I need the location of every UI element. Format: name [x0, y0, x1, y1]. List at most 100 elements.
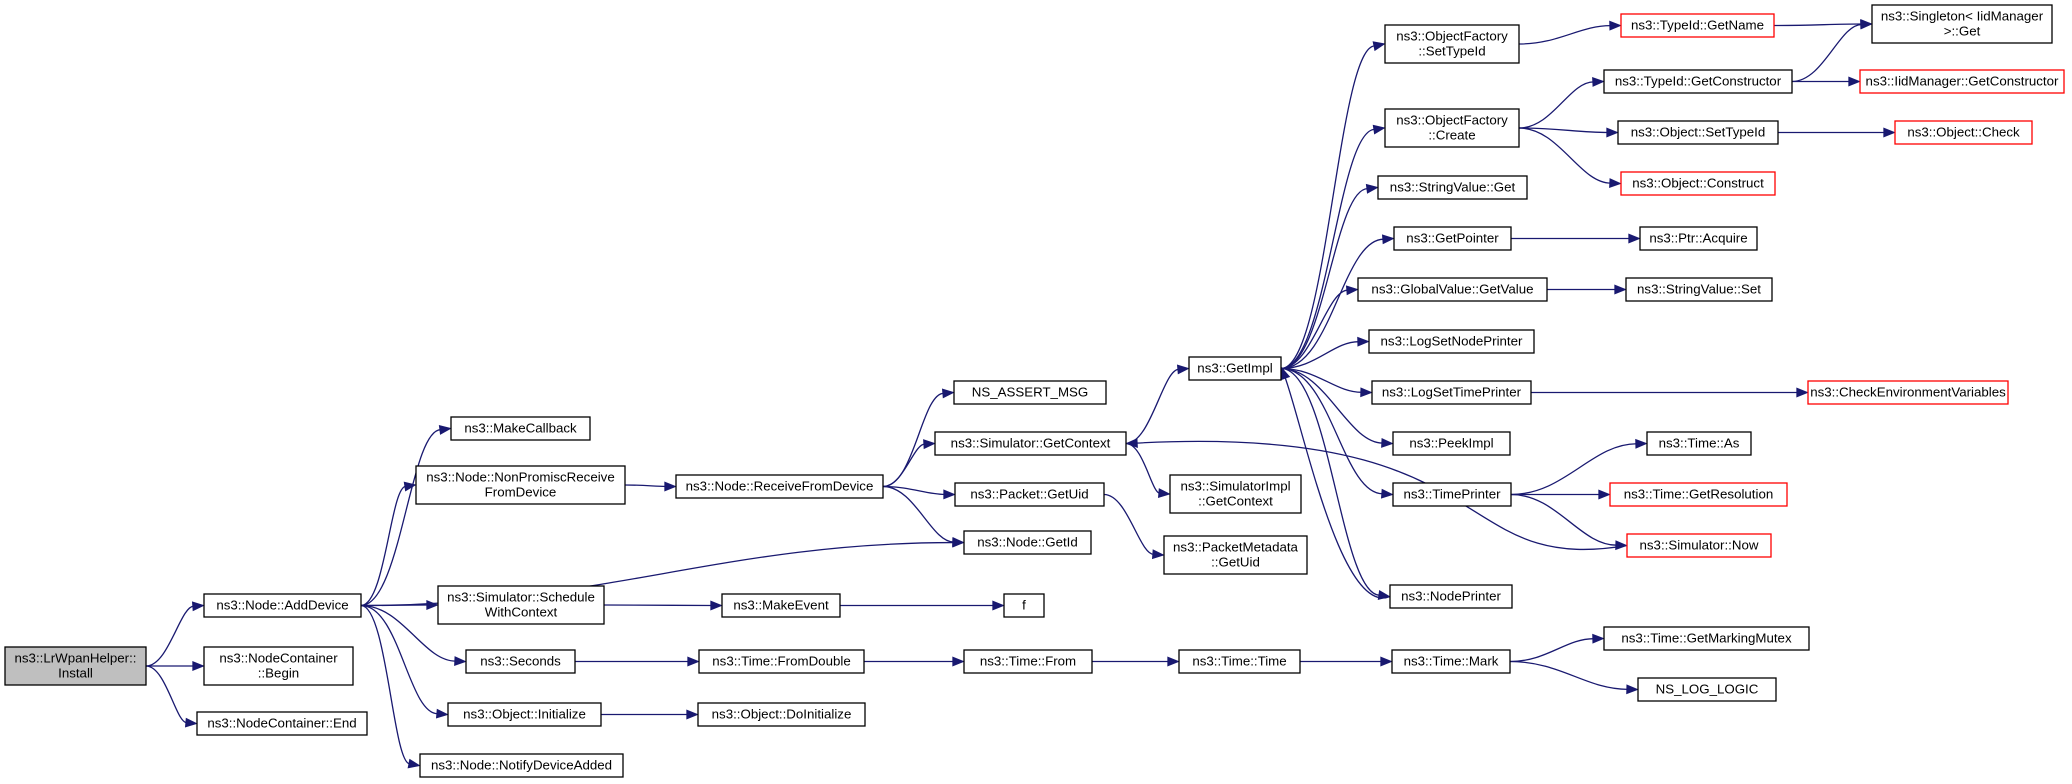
graph-node-ns-assert-msg[interactable]: NS_ASSERT_MSG	[953, 380, 1107, 405]
call-edge	[603, 600, 723, 611]
call-edge	[360, 604, 467, 667]
call-edge	[1125, 442, 1171, 498]
call-edge	[840, 600, 1005, 611]
node-box	[465, 649, 576, 674]
node-box	[963, 649, 1093, 674]
graph-node-ns3-logsetnodeprinter[interactable]: ns3::LogSetNodePrinter	[1368, 329, 1535, 354]
call-edge	[1791, 19, 1873, 83]
node-box	[1617, 120, 1779, 145]
call-edge	[601, 709, 699, 720]
node-label: ns3::StringValue::Get	[1390, 180, 1516, 195]
node-box	[437, 585, 605, 625]
graph-node-ns3-packetmetadata-getuid[interactable]: ns3::PacketMetadata::GetUid	[1163, 535, 1308, 575]
call-edge	[1547, 284, 1627, 295]
node-box	[1620, 13, 1775, 38]
node-label: ns3::Node::NotifyDeviceAdded	[431, 758, 612, 773]
call-edge	[1103, 493, 1165, 560]
graph-node-ns3-object-initialize[interactable]: ns3::Object::Initialize	[447, 702, 602, 727]
graph-node-ns3-typeid-getconstructor[interactable]: ns3::TypeId::GetConstructor	[1603, 69, 1793, 94]
graph-node-ns3-timeprinter[interactable]: ns3::TimePrinter	[1392, 482, 1512, 507]
node-label: FromDevice	[485, 485, 557, 500]
graph-node-ns3-lrwpanhelper-install[interactable]: ns3::LrWpanHelper::Install	[4, 646, 147, 686]
graph-node-ns3-node-getid[interactable]: ns3::Node::GetId	[963, 530, 1092, 555]
graph-node-ns3-nodeprinter[interactable]: ns3::NodePrinter	[1389, 584, 1513, 609]
node-box	[1603, 69, 1793, 94]
graph-node-ns3-objectfactory-settypeid[interactable]: ns3::ObjectFactory::SetTypeId	[1384, 24, 1520, 64]
node-label: ns3::NodeContainer::End	[207, 716, 356, 731]
graph-node-f[interactable]: f	[1003, 593, 1045, 618]
graph-node-ns3-stringvalue-set[interactable]: ns3::StringValue::Set	[1625, 277, 1773, 302]
node-box	[1389, 584, 1513, 609]
node-box	[1392, 482, 1512, 507]
graph-node-ns3-node-adddevice[interactable]: ns3::Node::AddDevice	[203, 593, 362, 618]
call-edge	[1280, 285, 1359, 370]
graph-node-ns3-time-fromdouble[interactable]: ns3::Time::FromDouble	[698, 649, 865, 674]
call-graph-nodes: ns3::LrWpanHelper::Install ns3::Node::Add…	[4, 4, 2065, 778]
node-label: ns3::Simulator::Now	[1640, 538, 1759, 553]
node-label: ns3::SimulatorImpl	[1180, 479, 1290, 494]
graph-node-ns3-stringvalue-get[interactable]: ns3::StringValue::Get	[1377, 175, 1528, 200]
node-label: ns3::Simulator::Schedule	[447, 590, 595, 605]
call-edge	[1092, 656, 1180, 667]
graph-node-ns3-seconds[interactable]: ns3::Seconds	[465, 649, 576, 674]
graph-node-ns3-makeevent[interactable]: ns3::MakeEvent	[721, 593, 841, 618]
call-edge	[1125, 364, 1190, 445]
graph-node-ns3-nodecontainer-begin[interactable]: ns3::NodeContainer::Begin	[203, 646, 354, 686]
graph-node-ns3-time-time[interactable]: ns3::Time::Time	[1178, 649, 1301, 674]
graph-node-ns3-singleton-iidmanager-get[interactable]: ns3::Singleton< IidManager >::Get	[1871, 4, 2053, 44]
node-box	[934, 431, 1127, 456]
graph-node-ns3-typeid-getname[interactable]: ns3::TypeId::GetName	[1620, 13, 1775, 38]
node-label: ns3::NodePrinter	[1401, 589, 1501, 604]
graph-node-ns3-checkenvironmentvariables[interactable]: ns3::CheckEnvironmentVariables	[1807, 380, 2009, 405]
node-label: ns3::Object::Construct	[1632, 176, 1764, 191]
graph-node-ns3-time-from[interactable]: ns3::Time::From	[963, 649, 1093, 674]
node-box	[1639, 226, 1758, 251]
graph-node-ns3-time-getmarkingmutex[interactable]: ns3::Time::GetMarkingMutex	[1603, 626, 1810, 651]
node-box	[415, 465, 626, 505]
call-edge	[145, 665, 198, 728]
call-edge	[882, 485, 965, 547]
call-edge	[1280, 124, 1386, 370]
node-label: ns3::TypeId::GetConstructor	[1615, 74, 1782, 89]
graph-node-ns3-getimpl[interactable]: ns3::GetImpl	[1188, 356, 1282, 381]
node-box	[1169, 474, 1302, 514]
node-box	[196, 711, 368, 736]
node-label: ns3::Time::Time	[1192, 654, 1286, 669]
graph-node-ns3-time-as[interactable]: ns3::Time::As	[1646, 431, 1752, 456]
graph-node-ns3-node-receivefromdevice[interactable]: ns3::Node::ReceiveFromDevice	[675, 474, 884, 499]
graph-node-ns-log-logic[interactable]: NS_LOG_LOGIC	[1637, 677, 1777, 702]
graph-node-ns3-getpointer[interactable]: ns3::GetPointer	[1393, 226, 1512, 251]
graph-node-ns3-packet-getuid[interactable]: ns3::Packet::GetUid	[954, 482, 1105, 507]
call-edge	[575, 656, 700, 667]
graph-node-ns3-logsettimeprinter[interactable]: ns3::LogSetTimePrinter	[1371, 380, 1532, 405]
node-box	[954, 482, 1105, 507]
node-box	[1393, 226, 1512, 251]
graph-node-ns3-simulatorimpl-getcontext[interactable]: ns3::SimulatorImpl::GetContext	[1169, 474, 1302, 514]
graph-node-ns3-objectfactory-create[interactable]: ns3::ObjectFactory::Create	[1384, 108, 1520, 148]
graph-node-ns3-peekimpl[interactable]: ns3::PeekImpl	[1392, 431, 1511, 456]
graph-node-ns3-iidmanager-getconstructor[interactable]: ns3::IidManager::GetConstructor	[1859, 69, 2065, 94]
graph-node-ns3-object-doinitialize[interactable]: ns3::Object::DoInitialize	[697, 702, 866, 727]
graph-node-ns3-simulator-now[interactable]: ns3::Simulator::Now	[1626, 533, 1772, 558]
node-label: f	[1022, 598, 1026, 613]
graph-node-ns3-time-getresolution[interactable]: ns3::Time::GetResolution	[1609, 482, 1788, 507]
call-edge	[1280, 41, 1386, 370]
graph-node-ns3-object-settypeid[interactable]: ns3::Object::SetTypeId	[1617, 120, 1779, 145]
graph-node-ns3-globalvalue-getvalue[interactable]: ns3::GlobalValue::GetValue	[1357, 277, 1548, 302]
call-edge	[1300, 656, 1393, 667]
graph-node-ns3-simulator-getcontext[interactable]: ns3::Simulator::GetContext	[934, 431, 1127, 456]
node-label: ::SetTypeId	[1418, 44, 1485, 59]
node-box	[1357, 277, 1548, 302]
call-edge	[1777, 127, 1896, 138]
graph-node-ns3-time-mark[interactable]: ns3::Time::Mark	[1391, 649, 1511, 674]
call-edge	[1518, 127, 1619, 138]
graph-node-ns3-object-construct[interactable]: ns3::Object::Construct	[1620, 171, 1776, 196]
graph-node-ns3-makecallback[interactable]: ns3::MakeCallback	[450, 416, 591, 441]
graph-node-ns3-ptr-acquire[interactable]: ns3::Ptr::Acquire	[1639, 226, 1758, 251]
graph-node-ns3-node-notifydeviceadded[interactable]: ns3::Node::NotifyDeviceAdded	[419, 753, 624, 778]
graph-node-ns3-nodecontainer-end[interactable]: ns3::NodeContainer::End	[196, 711, 368, 736]
graph-node-ns3-object-check[interactable]: ns3::Object::Check	[1894, 120, 2033, 145]
